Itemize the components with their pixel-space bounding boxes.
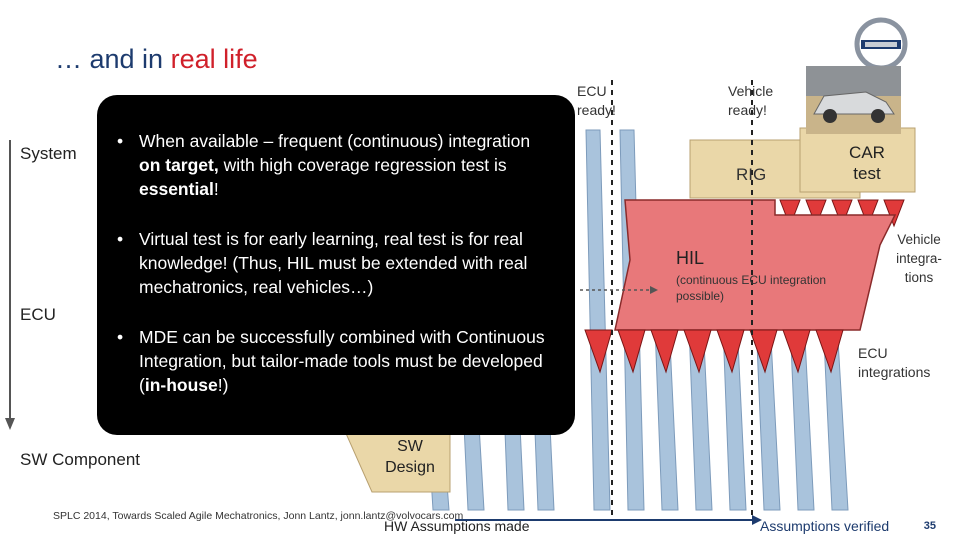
- vehicle-integration-spikes: [779, 199, 905, 228]
- hw-assumptions-label: HW Assumptions made: [384, 518, 530, 534]
- rig-label: RIG: [736, 165, 767, 184]
- hil-sub-label: (continuous ECU integration possible): [676, 273, 827, 303]
- ecu-ready-label: ECU ready!: [577, 83, 616, 118]
- volvo-logo-icon: [854, 17, 908, 71]
- ecu-label: ECU: [20, 305, 56, 324]
- callout-box: When available – frequent (continuous) i…: [97, 95, 575, 435]
- vehicle-ready-label: Vehicle ready!: [728, 83, 774, 118]
- system-label: System: [20, 144, 77, 163]
- ecu-integrations-label: ECU integrations: [858, 345, 931, 380]
- hil-box: [614, 199, 897, 331]
- slide-title: … and in real life: [55, 44, 258, 74]
- footer-text: SPLC 2014, Towards Scaled Agile Mechatro…: [53, 510, 464, 522]
- sw-component-label: SW Component: [20, 450, 140, 469]
- sw-design-label: SW Design: [385, 438, 435, 476]
- bullet-item: Virtual test is for early learning, real…: [117, 227, 547, 299]
- car-test-label: CAR test: [849, 143, 885, 183]
- vehicle-integrations-label: Vehicle integra-tions: [896, 232, 942, 285]
- bullet-list: When available – frequent (continuous) i…: [117, 129, 547, 423]
- assumptions-verified-label: Assumptions verified: [760, 518, 890, 534]
- car-photo-icon: [806, 66, 901, 134]
- bullet-item: When available – frequent (continuous) i…: [117, 129, 547, 201]
- page-number: 35: [923, 520, 936, 532]
- ecu-integration-spikes: [584, 329, 844, 374]
- hil-label: HIL: [676, 248, 705, 268]
- bullet-item: MDE can be successfully combined with Co…: [117, 325, 547, 397]
